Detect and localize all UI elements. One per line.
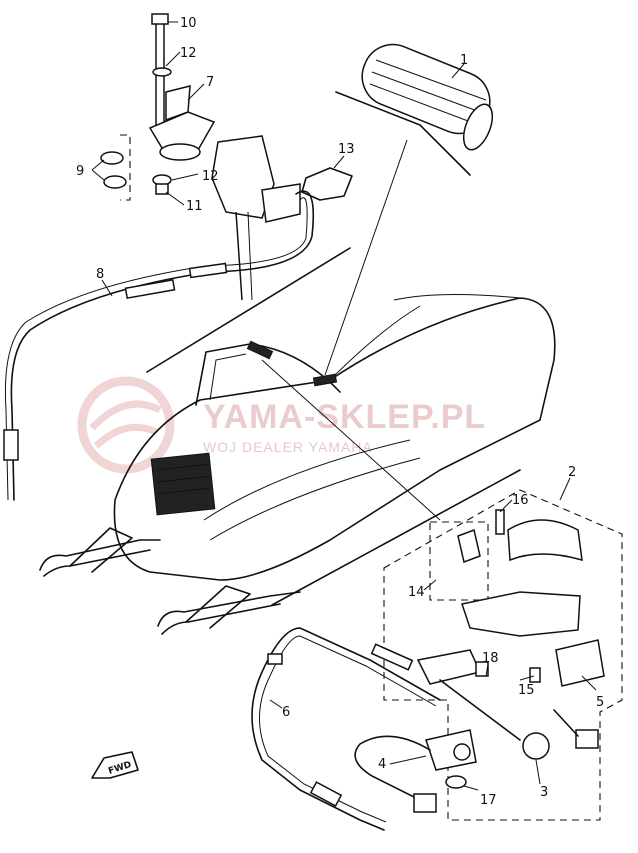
leader-grip-top bbox=[451, 63, 465, 79]
snowmobile-body bbox=[113, 293, 556, 581]
fwd-label: FWD bbox=[107, 760, 132, 777]
watermark: YAMA-SKLEP.PL WOJ DEALER YAMAHA bbox=[77, 376, 486, 474]
callout-16: 16 bbox=[512, 493, 529, 508]
cable-6 bbox=[251, 627, 441, 831]
callout-6: 6 bbox=[282, 705, 290, 720]
skis bbox=[39, 527, 301, 635]
bolt-assembly bbox=[100, 13, 216, 201]
callout-4: 4 bbox=[378, 757, 386, 772]
separator-line-grip bbox=[335, 91, 471, 176]
callout-14: 14 bbox=[408, 585, 425, 600]
watermark-logo-swoosh-icon bbox=[89, 400, 162, 449]
callout-18: 18 bbox=[482, 651, 499, 666]
throttle-housing bbox=[211, 135, 301, 301]
separator-line-upper bbox=[146, 247, 351, 373]
leader-grip bbox=[324, 139, 408, 376]
callout-1: 1 bbox=[460, 53, 468, 68]
callout-17: 17 bbox=[480, 793, 497, 808]
callout-8: 8 bbox=[96, 267, 104, 282]
cable-8 bbox=[3, 190, 315, 501]
callout-12a: 12 bbox=[180, 46, 197, 61]
watermark-logo-icon bbox=[77, 376, 175, 474]
callout-11: 11 bbox=[186, 199, 203, 214]
watermark-subtitle: WOJ DEALER YAMAHA bbox=[203, 439, 373, 455]
handlebar-grip bbox=[361, 43, 494, 151]
callout-12b: 12 bbox=[202, 169, 219, 184]
callouts: 1 2 3 4 5 6 7 8 9 10 11 12 12 13 14 15 1… bbox=[76, 16, 604, 808]
callout-15: 15 bbox=[518, 683, 535, 698]
callout-13: 13 bbox=[338, 142, 355, 157]
fwd-marker: FWD bbox=[91, 751, 139, 779]
callout-7: 7 bbox=[206, 75, 214, 90]
callout-9: 9 bbox=[76, 164, 84, 179]
callout-2: 2 bbox=[568, 465, 576, 480]
watermark-title: YAMA-SKLEP.PL bbox=[203, 398, 486, 436]
callout-3: 3 bbox=[540, 785, 548, 800]
callout-10: 10 bbox=[180, 16, 197, 31]
lower-assembly bbox=[354, 489, 623, 821]
separator-line-lower bbox=[271, 469, 521, 606]
callout-5: 5 bbox=[596, 695, 604, 710]
leader-lines bbox=[91, 21, 597, 791]
